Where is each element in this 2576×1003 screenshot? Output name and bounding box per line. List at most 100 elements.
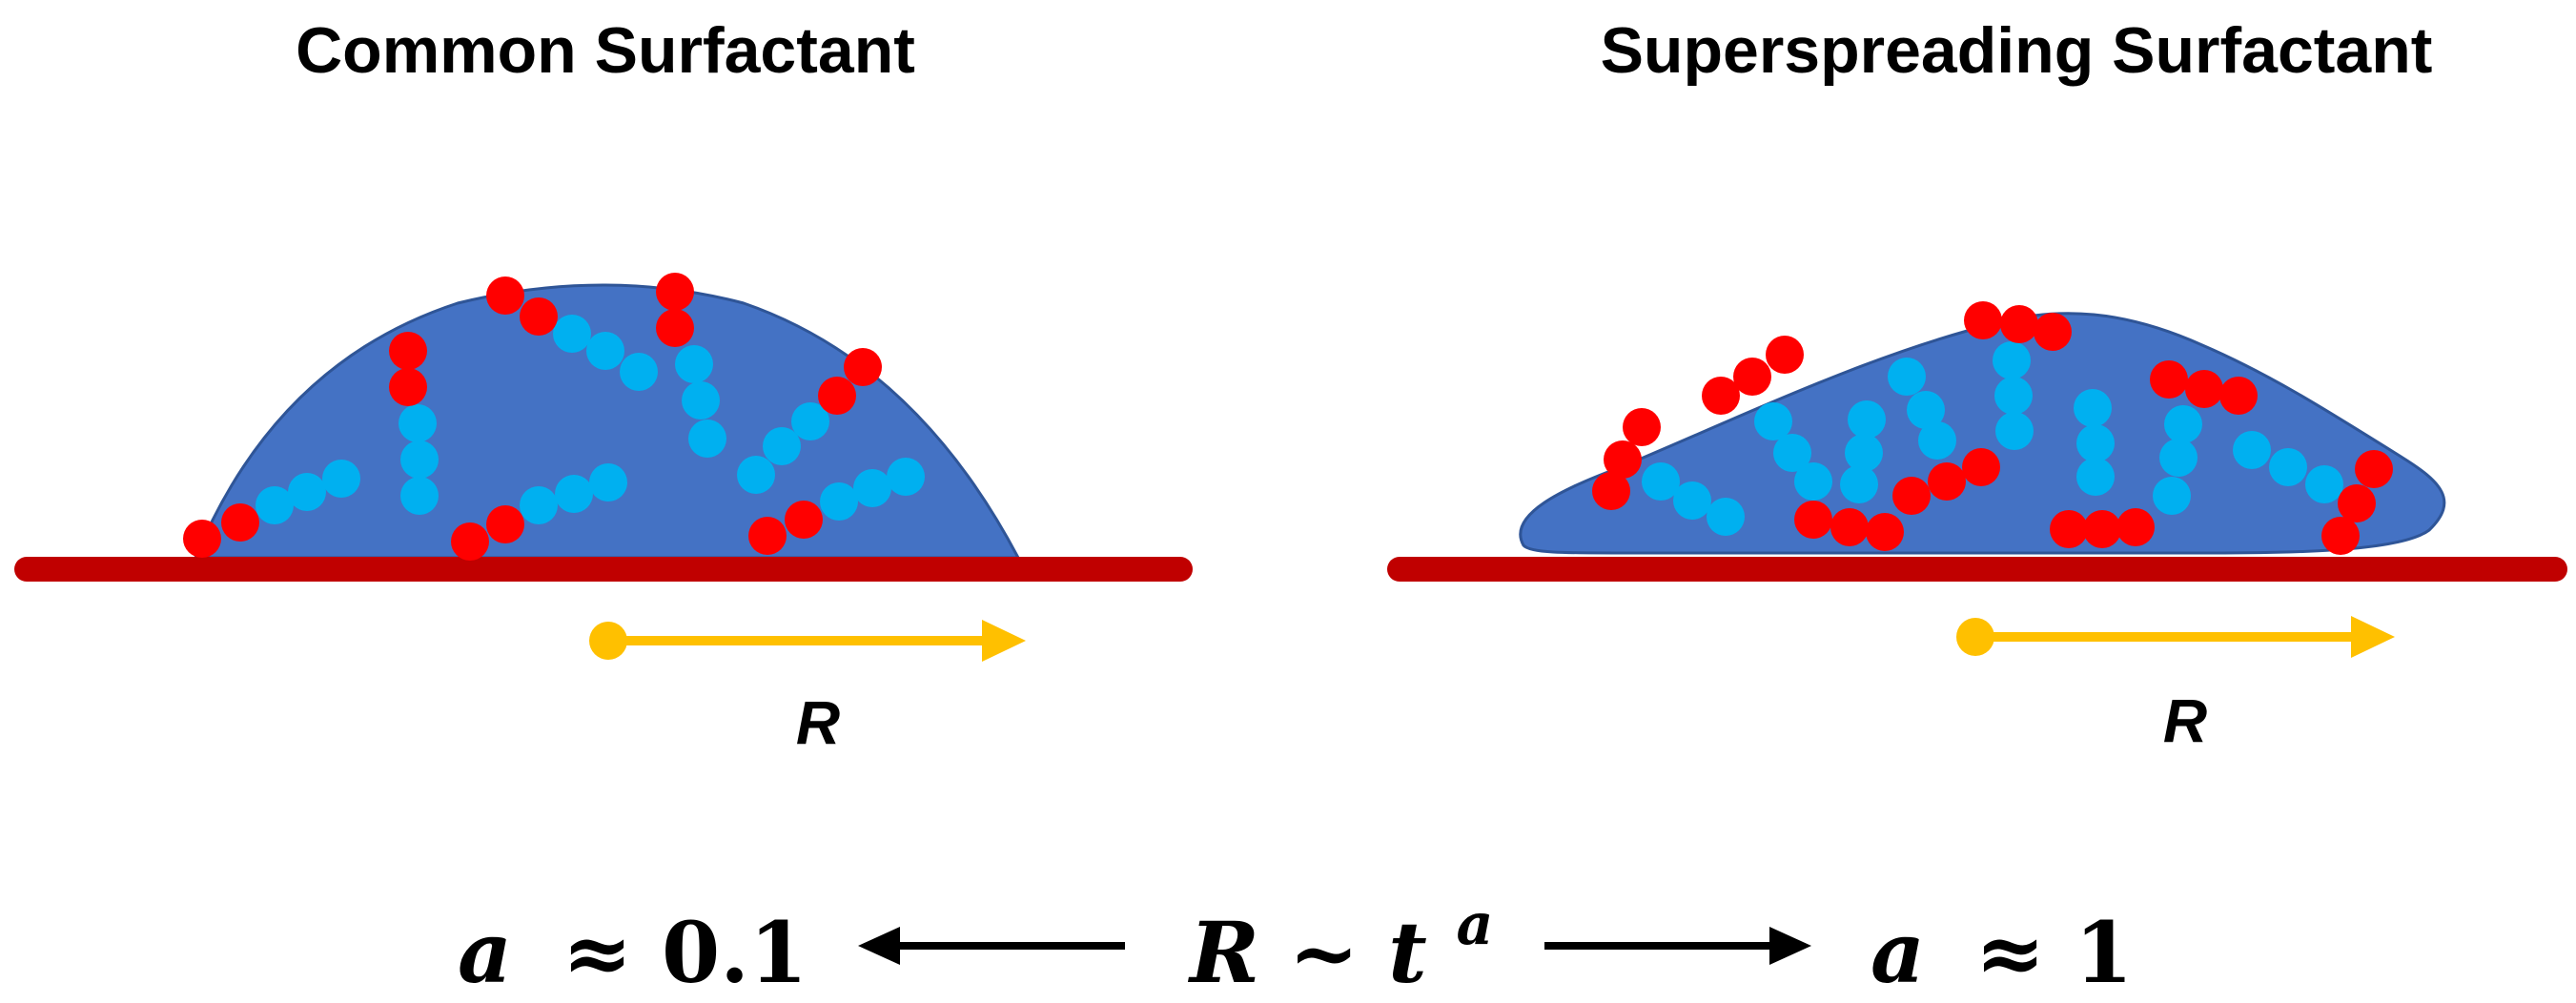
common-radius-arrow-head [982,620,1026,662]
surfactant-tail-bead [1995,412,2034,450]
surfactant-tail-bead [737,456,775,494]
surfactant-molecule [1888,358,2000,515]
surfactant-head-bead [1623,408,1661,446]
surfactant-tail-bead [791,402,829,440]
surfactant-tail-bead [1794,462,1832,501]
left-exponent-relation: a ≈ 0.1 [458,903,808,1002]
surfactant-tail-bead [1754,402,1792,440]
surfactant-head-bead [451,522,489,561]
surfactant-molecule [389,332,439,515]
surfactant-molecule [1592,408,1745,536]
scaling-law-exponent: a [1456,891,1493,958]
superspreading-radius-arrow [1956,616,2395,658]
surfactant-tail-bead [1907,391,1945,429]
superspreading-radius-arrow-head [2351,616,2395,658]
surfactant-tail-bead [675,345,713,383]
scaling-law: R ~ t a [1187,891,1493,1002]
surfactant-tail-bead [688,420,726,458]
superspreading-surfactant-panel: R [1387,301,2567,755]
common-surfactant-panel: R [14,273,1193,757]
surfactant-tail-bead [1848,400,1886,439]
surfactant-tail-bead [589,463,627,502]
surfactant-tail-bead [620,353,658,391]
surfactant-molecule [1964,301,2072,450]
left-arrow [858,927,1125,965]
surfactant-head-bead [486,505,524,543]
surfactant-tail-bead [2159,439,2198,477]
surfactant-tail-bead [853,469,891,507]
surfactant-head-bead [785,501,823,539]
surfactant-head-bead [844,348,882,386]
superspreading-surfactant-title: Superspreading Surfactant [1601,14,2433,87]
surfactant-head-bead [1702,377,1740,415]
surfactant-head-bead [2083,510,2121,548]
surfactant-head-bead [2150,360,2188,399]
surfactant-tail-bead [256,486,294,524]
surfactant-molecule [1702,336,1832,501]
surfactant-molecule [2150,360,2258,515]
surfactant-tail-bead [2269,448,2307,486]
surfactant-head-bead [748,517,787,555]
surfactant-tail-bead [1993,341,2031,379]
surfactant-head-bead [2000,305,2038,343]
surfactant-tail-bead [763,427,801,465]
common-surfactant-molecules [183,273,925,561]
surfactant-tail-bead [400,440,439,479]
surfactant-head-bead [1962,448,2000,486]
surfactant-molecule [183,460,360,558]
surfactant-tail-bead [1773,434,1811,472]
right-arrow [1544,927,1811,965]
surfactant-tail-bead [682,381,720,420]
surfactant-head-bead [1866,513,1904,551]
surfactant-tail-bead [2076,458,2115,496]
surfactant-molecule [2233,431,2393,555]
surfactant-molecule [748,458,925,555]
surfactant-head-bead [1964,301,2002,339]
surfactant-head-bead [2050,510,2088,548]
surfactant-tail-bead [1840,465,1878,503]
surfactant-tail-bead [322,460,360,498]
surfactant-head-bead [221,503,259,542]
surfactant-tail-bead [2233,431,2271,469]
surfactant-tail-bead [553,315,591,353]
surfactant-tail-bead [1642,462,1680,501]
surfactant-tail-bead [887,458,925,496]
surfactant-head-bead [818,377,856,415]
surfactant-tail-bead [586,332,624,370]
scaling-law-t: t [1388,903,1427,1002]
surfactant-molecule [451,463,627,561]
surfactant-head-bead [2034,313,2072,351]
surfactant-tail-bead [1845,434,1883,472]
scaling-law-row: a ≈ 0.1 R ~ t a a ≈ 1 [458,891,2133,1002]
surfactant-head-bead [1794,501,1832,539]
surfactant-head-bead [2219,377,2258,415]
surfactant-molecule [486,276,658,391]
surfactant-head-bead [656,273,694,311]
surfactant-head-bead [1604,440,1642,479]
surfactant-head-bead [1766,336,1804,374]
surfactant-molecule [2050,389,2155,548]
surfactant-tail-bead [555,475,593,513]
surfactant-molecule [656,273,726,458]
surfactant-tail-bead [1673,481,1711,520]
right-exponent-symbol: a [1871,903,1925,1002]
surfactant-tail-bead [2076,424,2115,462]
surfactant-tail-bead [2153,477,2191,515]
surfactant-head-bead [1830,508,1869,546]
surfactant-head-bead [2355,450,2393,488]
surfactant-head-bead [1892,477,1931,515]
scaling-law-tilde: ~ [1289,903,1360,1002]
common-radius-label: R [796,688,840,757]
right-exponent-relation: a ≈ 1 [1871,903,2133,1002]
surfactant-head-bead [486,276,524,315]
surfactant-tail-bead [399,404,437,442]
surfactant-head-bead [2116,508,2155,546]
common-radius-arrow [589,620,1026,662]
surfactant-tail-bead [1888,358,1926,396]
surfactant-head-bead [656,309,694,347]
surfactant-head-bead [1928,462,1966,501]
surfactant-head-bead [1592,472,1630,510]
surfactant-head-bead [2321,517,2360,555]
surfactant-tail-bead [2164,405,2202,443]
surfactant-tail-bead [2074,389,2112,427]
